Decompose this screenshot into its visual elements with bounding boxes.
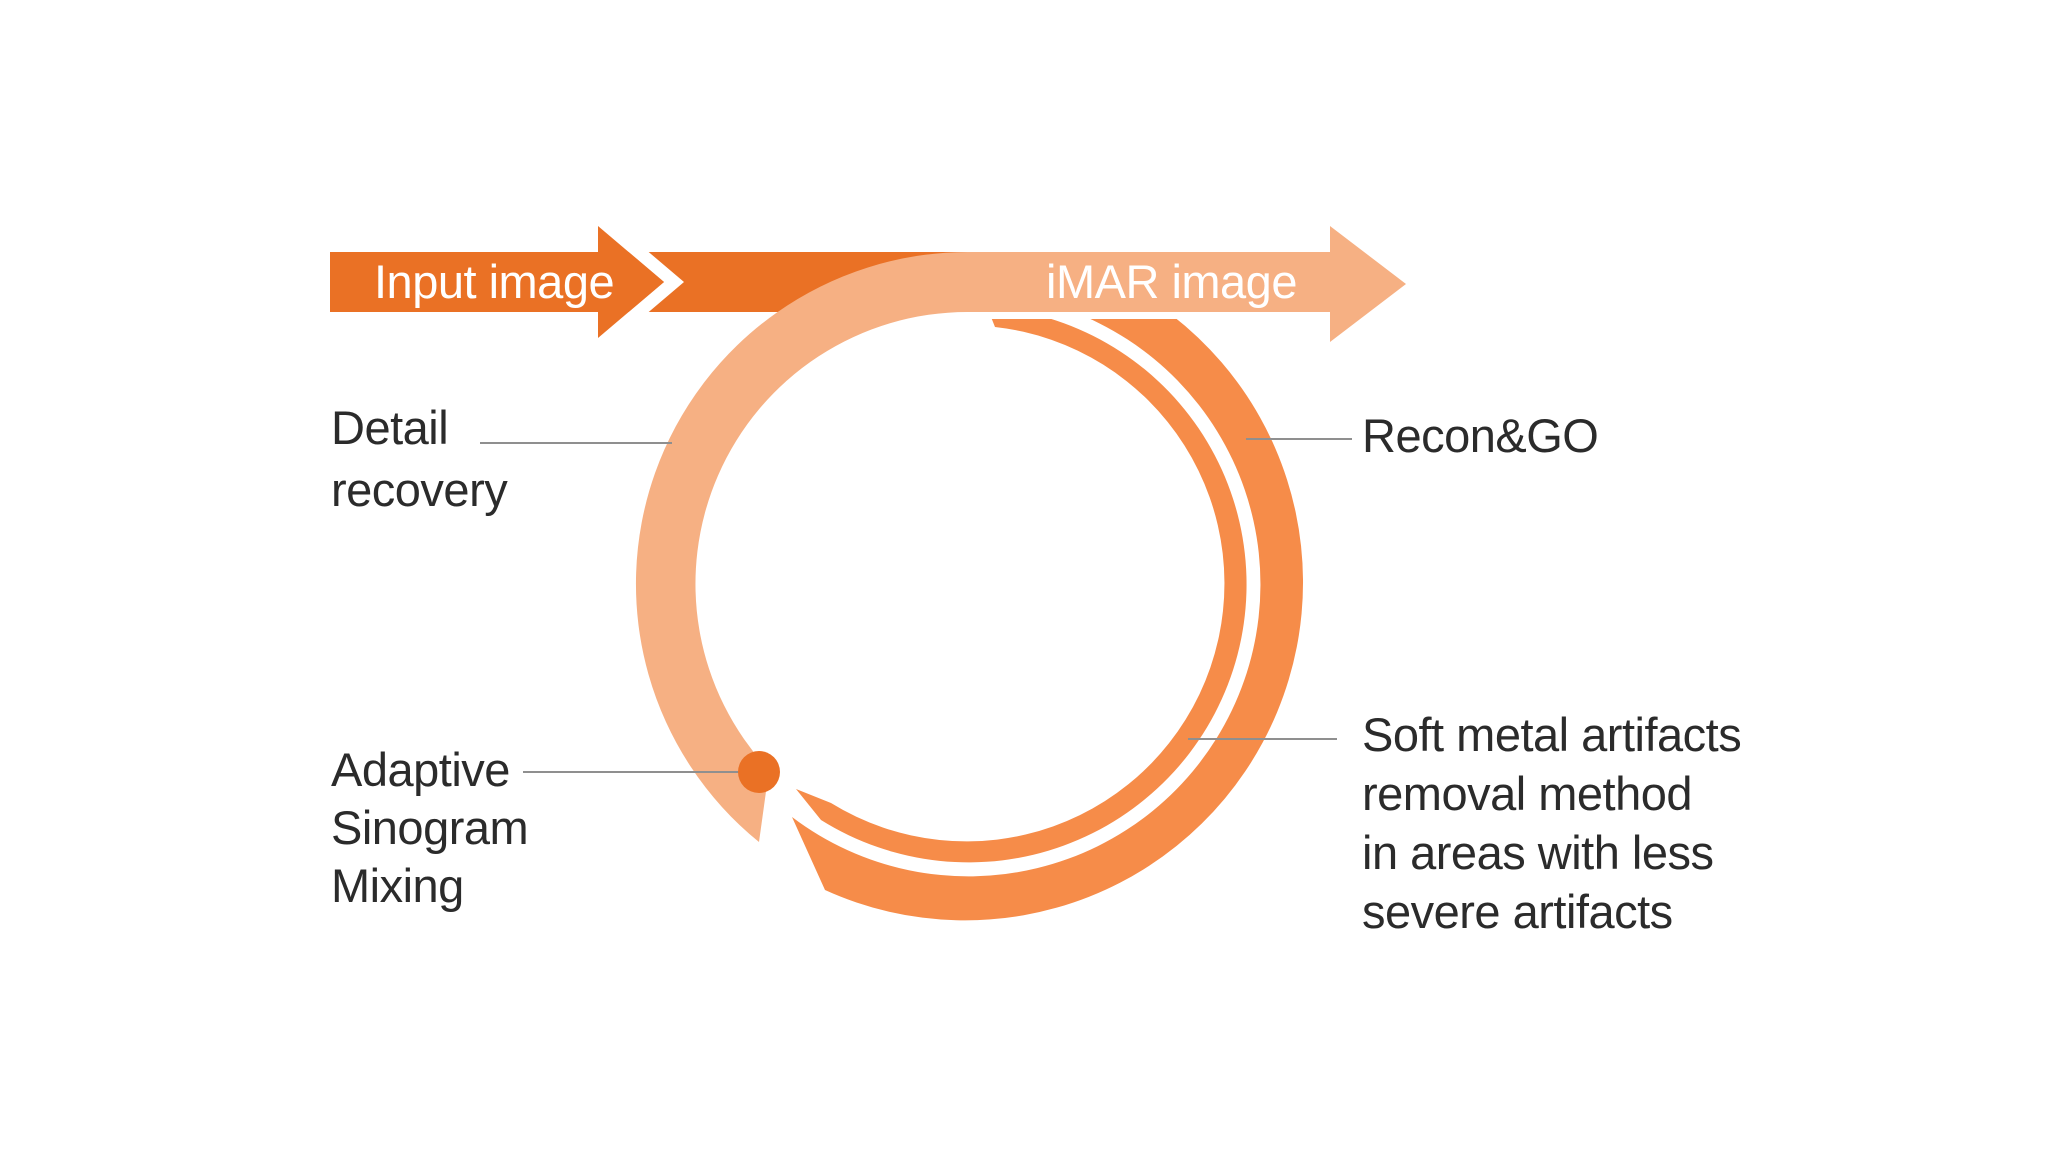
adaptive-line-3: Mixing <box>331 859 464 912</box>
adaptive-sinogram-mixing-label: Adaptive Sinogram Mixing <box>331 741 529 915</box>
loop-outer-thick-arc <box>792 266 1304 921</box>
soft-metal-line-2: removal method <box>1362 767 1693 820</box>
detail-recovery-line-1: Detail <box>331 401 449 454</box>
recon-go-line-1: Recon&GO <box>1362 409 1599 462</box>
adaptive-line-2: Sinogram <box>331 801 529 854</box>
imar-arrow-label: iMAR image <box>1046 255 1297 308</box>
soft-metal-line-1: Soft metal artifacts <box>1362 708 1742 761</box>
adaptive-sinogram-dot-icon <box>738 751 780 793</box>
input-arrowhead <box>598 226 664 338</box>
loop-inner-thin-arc <box>796 307 1247 863</box>
adaptive-line-1: Adaptive <box>331 743 510 796</box>
input-arrow-chevron-gap <box>598 226 684 338</box>
input-arrow-label: Input image <box>374 255 615 308</box>
imar-output-arrow <box>635 226 1406 842</box>
detail-recovery-line-2: recovery <box>331 463 508 516</box>
bar-arc-separator <box>975 311 1355 319</box>
soft-metal-line-3: in areas with less <box>1362 826 1714 879</box>
recon-go-label: Recon&GO <box>1362 405 1599 467</box>
soft-metal-line-4: severe artifacts <box>1362 885 1673 938</box>
detail-recovery-label: Detail recovery <box>331 397 508 521</box>
leader-lines <box>480 438 1352 773</box>
iteration-loop-right <box>792 266 1304 921</box>
soft-metal-artifacts-label: Soft metal artifacts removal method in a… <box>1362 705 1742 941</box>
